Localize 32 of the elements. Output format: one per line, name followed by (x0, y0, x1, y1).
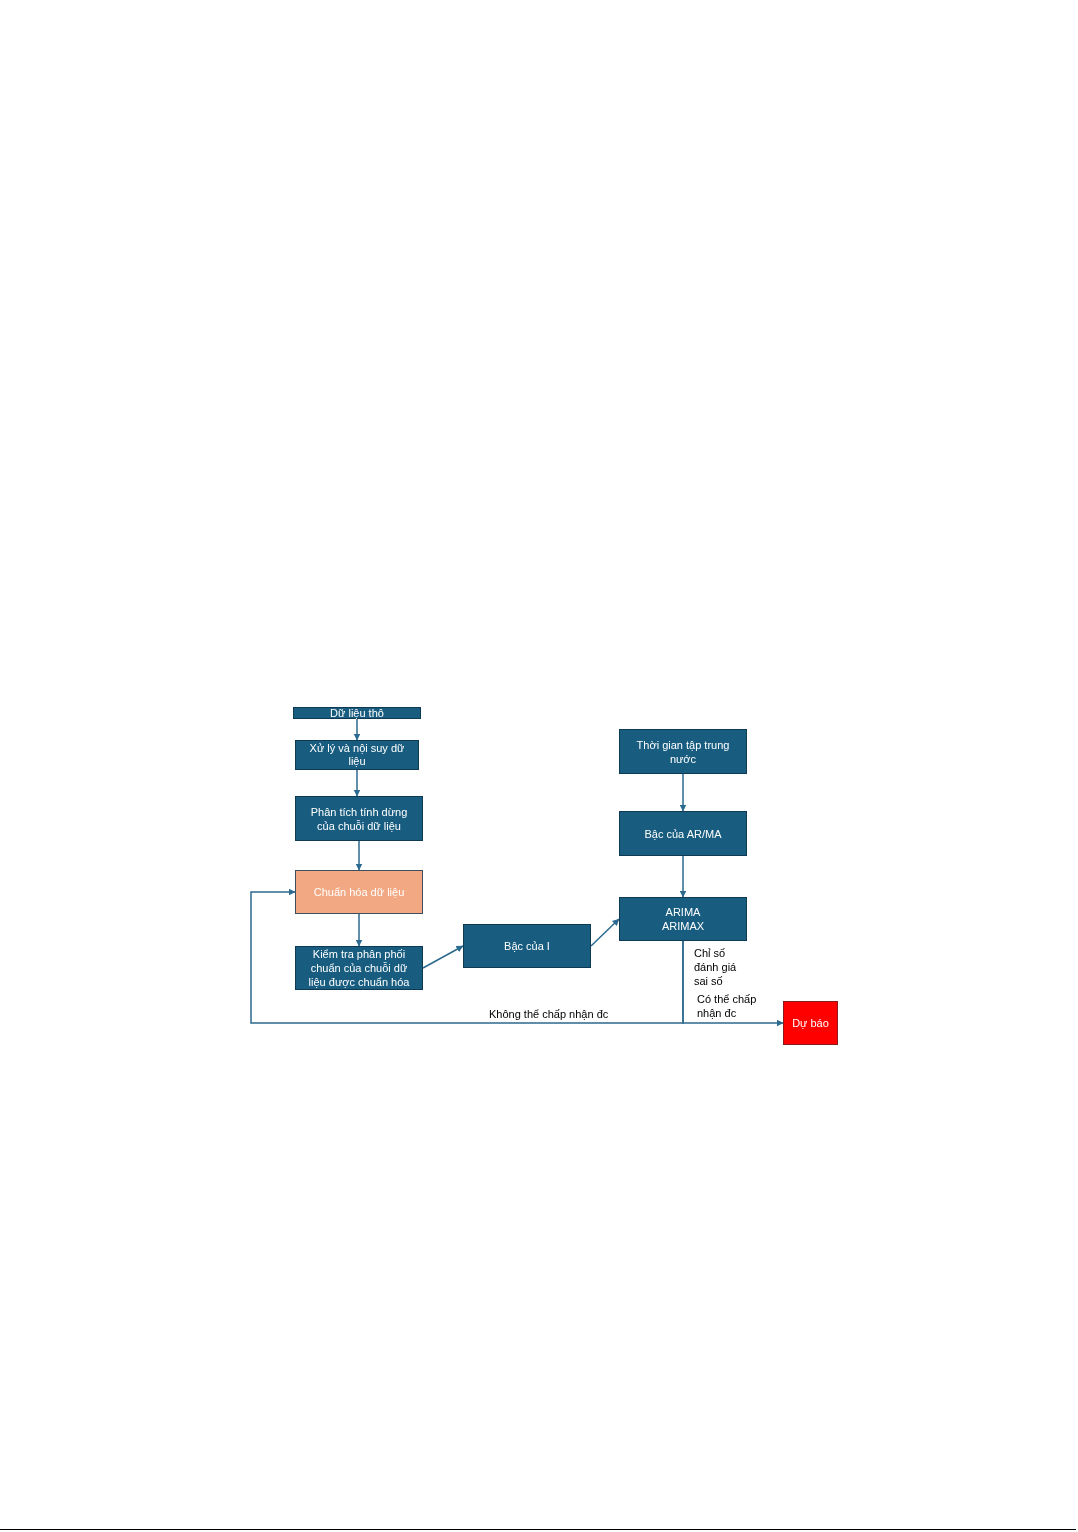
arrow (353, 769, 361, 797)
arrow (590, 918, 620, 947)
process-box (293, 707, 421, 719)
box-label: Bậc của I (504, 939, 550, 953)
arrow (422, 945, 464, 969)
box-label: Chuẩn hóa dữ liệu (313, 885, 405, 899)
edge-label: Có thể chấp nhận đc (697, 992, 758, 1020)
box-label: Kiểm tra phân phối chuẩn của chuỗi dữ liệu được chuẩn hóa (307, 947, 411, 989)
process-box (295, 870, 423, 914)
process-box (463, 924, 591, 968)
arrow (250, 888, 684, 1024)
process-box (295, 796, 423, 841)
note-label: Chỉ số đánh giá sai số (694, 946, 738, 988)
process-box (619, 811, 747, 856)
arrow (679, 773, 687, 812)
process-box (295, 946, 423, 990)
box-label: ARIMA ARIMAX (660, 905, 706, 933)
process-box (619, 729, 747, 774)
edge-label: Không thể chấp nhận đc (489, 1007, 610, 1021)
arrow (679, 855, 687, 898)
process-box (619, 897, 747, 941)
box-label: Phân tích tính dừng của chuỗi dữ liệu (309, 804, 409, 833)
box-label: Xử lý và nội suy dữ liệu (308, 742, 406, 768)
process-box (295, 740, 419, 770)
arrow (355, 913, 363, 947)
box-label: Dữ liệu thô (330, 707, 384, 719)
box-label: Bậc của AR/MA (644, 826, 722, 841)
output-box (783, 1001, 838, 1045)
arrow (355, 840, 363, 871)
box-label: Dự báo (792, 1016, 829, 1030)
arrow (353, 718, 361, 741)
box-label: Thời gian tập trung nước (635, 737, 731, 766)
